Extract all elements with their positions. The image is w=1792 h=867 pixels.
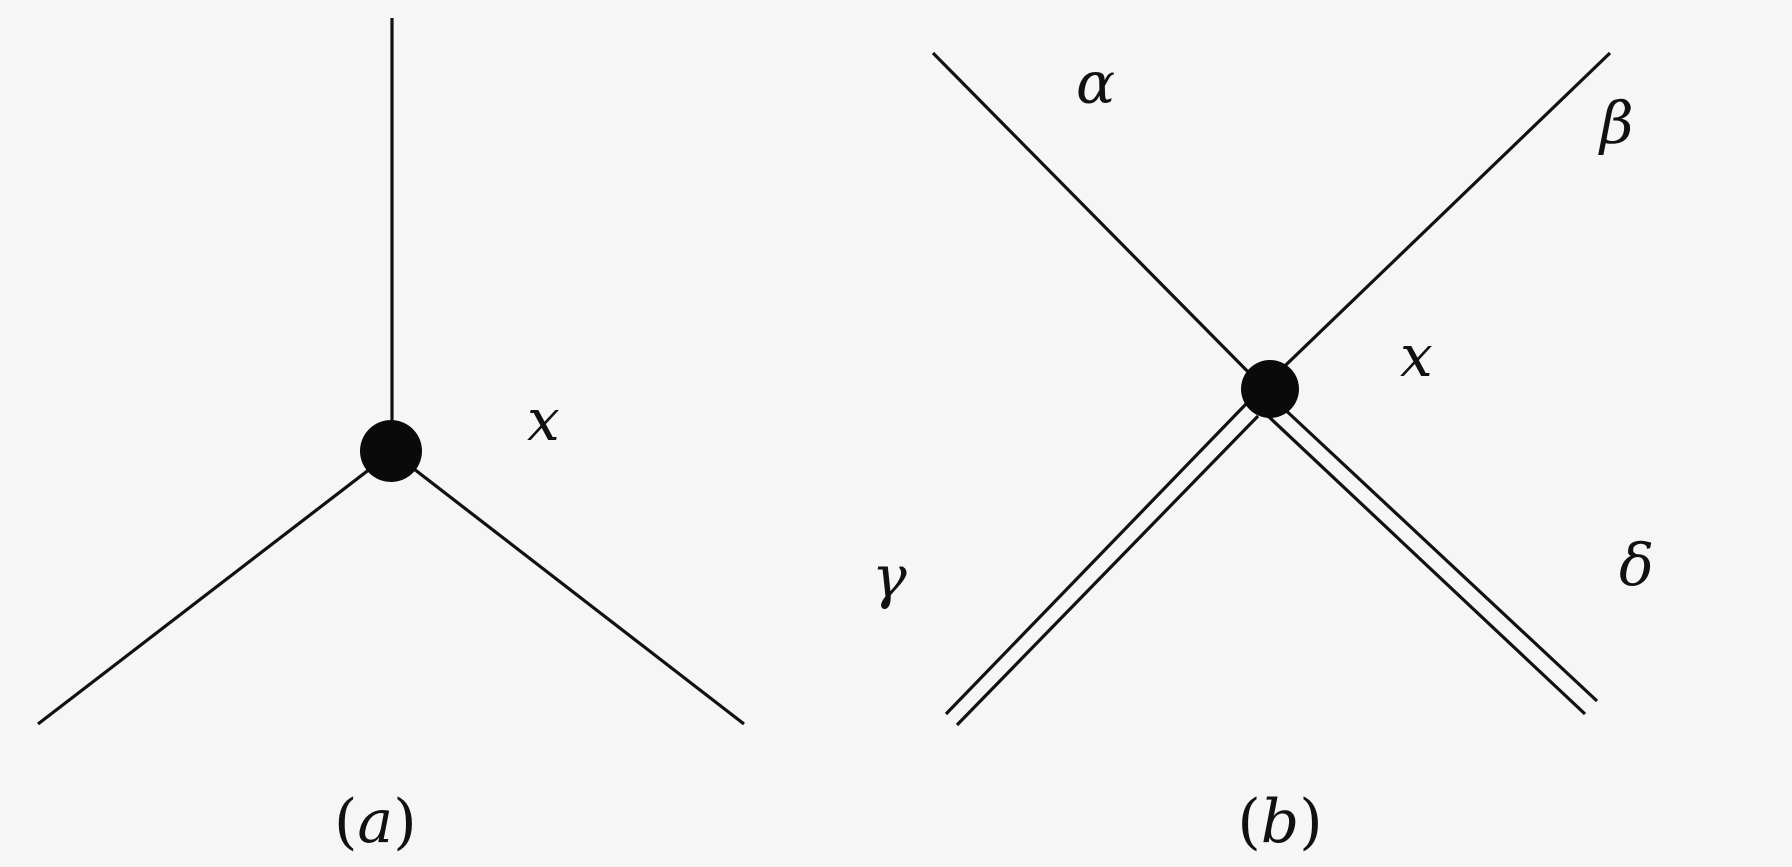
- diagram-a-caption-close: ): [393, 787, 416, 857]
- diagram-b-label-beta: β: [1598, 89, 1634, 157]
- diagram-b-leg-beta: [1261, 51, 1612, 389]
- diagram-b: α β x γ δ (b): [872, 49, 1654, 857]
- diagram-b-caption-close: ): [1299, 787, 1322, 857]
- diagram-b-label-delta: δ: [1619, 531, 1654, 599]
- diagram-b-vertex-label: x: [1400, 322, 1433, 390]
- diagram-b-leg-delta-line-2: [1277, 402, 1599, 703]
- diagram-a-vertex-dot: [360, 420, 422, 482]
- diagram-a-vertex-label: x: [527, 386, 560, 454]
- diagram-b-leg-gamma-line-1: [944, 402, 1248, 716]
- diagram-a-leg-bottom-right: [391, 450, 745, 726]
- diagram-a-caption-open: (: [334, 787, 357, 857]
- diagram-b-label-gamma: γ: [872, 543, 907, 611]
- diagram-b-caption: (b): [1237, 787, 1322, 857]
- diagram-a-caption: (a): [334, 787, 417, 857]
- diagram-b-leg-delta-line-1: [1266, 414, 1587, 716]
- diagram-b-leg-gamma-double: [944, 402, 1260, 727]
- diagram-a-caption-letter: a: [357, 787, 393, 857]
- diagram-b-leg-delta-double: [1266, 402, 1599, 716]
- diagram-b-label-alpha: α: [1076, 49, 1115, 117]
- diagram-a: x (a): [37, 18, 745, 857]
- diagram-b-caption-letter: b: [1261, 787, 1299, 857]
- diagram-b-caption-open: (: [1237, 787, 1260, 857]
- diagram-a-leg-bottom-left: [37, 450, 393, 726]
- diagram-b-leg-gamma-line-2: [955, 414, 1260, 727]
- diagram-b-vertex-dot: [1241, 360, 1299, 418]
- diagram-b-leg-alpha: [931, 51, 1265, 389]
